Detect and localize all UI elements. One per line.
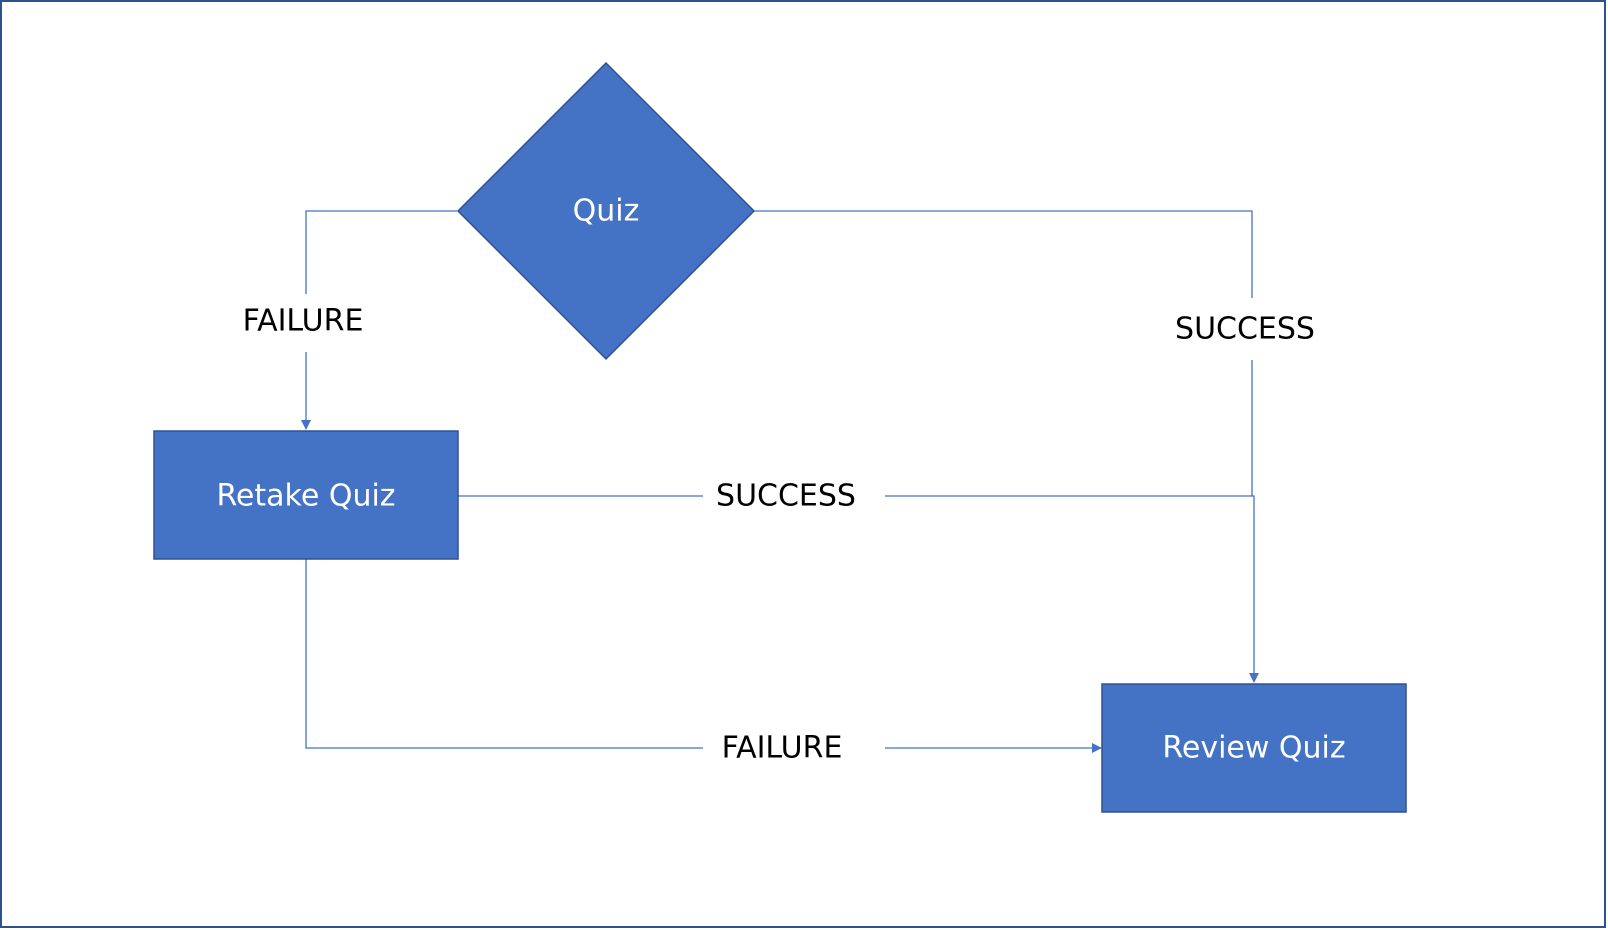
edge-retake-to-review-failure bbox=[305, 559, 703, 749]
process-box bbox=[1101, 683, 1407, 813]
edge-label-quiz-review: SUCCESS bbox=[1175, 312, 1315, 347]
node-review-quiz[interactable]: Review Quiz bbox=[1101, 683, 1407, 813]
node-retake-quiz[interactable]: Retake Quiz bbox=[153, 430, 459, 560]
edge-label-quiz-retake: FAILURE bbox=[243, 304, 364, 339]
edge-quiz-to-retake-failure bbox=[305, 210, 457, 294]
edge-label-retake-review-success: SUCCESS bbox=[716, 479, 856, 514]
edge-retake-to-review-success-continue bbox=[885, 495, 1259, 683]
node-review-quiz-label: Review Quiz bbox=[1162, 731, 1345, 766]
connectors bbox=[301, 210, 1259, 753]
process-box bbox=[153, 430, 459, 560]
node-quiz-label: Quiz bbox=[573, 194, 640, 229]
decision-diamond bbox=[456, 61, 756, 361]
node-quiz[interactable]: Quiz bbox=[456, 61, 756, 361]
edge-label-retake-review-failure: FAILURE bbox=[722, 731, 843, 766]
node-retake-quiz-label: Retake Quiz bbox=[216, 479, 395, 514]
edge-quiz-to-review-success bbox=[753, 210, 1253, 298]
